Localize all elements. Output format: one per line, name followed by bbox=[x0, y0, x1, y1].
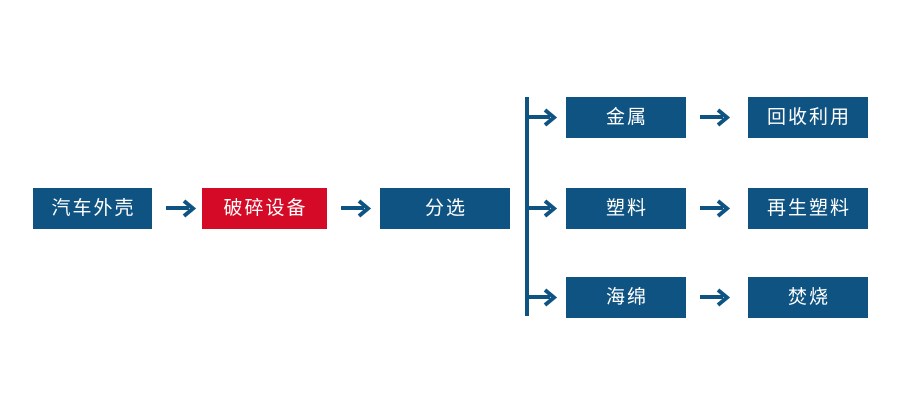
node-label: 塑料 bbox=[605, 197, 648, 219]
right-arrow-icon bbox=[700, 197, 732, 221]
node-sorting[interactable]: 分选 bbox=[380, 188, 510, 229]
node-plastic[interactable]: 塑料 bbox=[566, 188, 686, 229]
node-incineration[interactable]: 焚烧 bbox=[748, 277, 868, 318]
node-metal[interactable]: 金属 bbox=[566, 97, 686, 138]
node-label: 焚烧 bbox=[787, 286, 830, 308]
node-label: 海绵 bbox=[605, 286, 648, 308]
right-arrow-icon bbox=[166, 197, 198, 221]
node-label: 破碎设备 bbox=[223, 197, 308, 219]
node-label: 分选 bbox=[424, 197, 467, 219]
right-arrow-icon bbox=[700, 286, 732, 310]
node-label: 回收利用 bbox=[766, 106, 851, 128]
node-car-shell[interactable]: 汽车外壳 bbox=[33, 188, 152, 229]
node-crushing-equipment[interactable]: 破碎设备 bbox=[202, 188, 327, 229]
node-regenerated-plastic[interactable]: 再生塑料 bbox=[748, 188, 868, 229]
node-label: 金属 bbox=[605, 106, 648, 128]
branch-right-arrow-icon bbox=[527, 286, 559, 310]
right-arrow-icon bbox=[341, 197, 373, 221]
branch-right-arrow-icon bbox=[527, 197, 559, 221]
node-label: 汽车外壳 bbox=[51, 197, 136, 219]
branch-right-arrow-icon bbox=[527, 106, 559, 130]
right-arrow-icon bbox=[700, 106, 732, 130]
node-sponge[interactable]: 海绵 bbox=[566, 277, 686, 318]
node-recycle-reuse[interactable]: 回收利用 bbox=[748, 97, 868, 138]
node-label: 再生塑料 bbox=[766, 197, 851, 219]
